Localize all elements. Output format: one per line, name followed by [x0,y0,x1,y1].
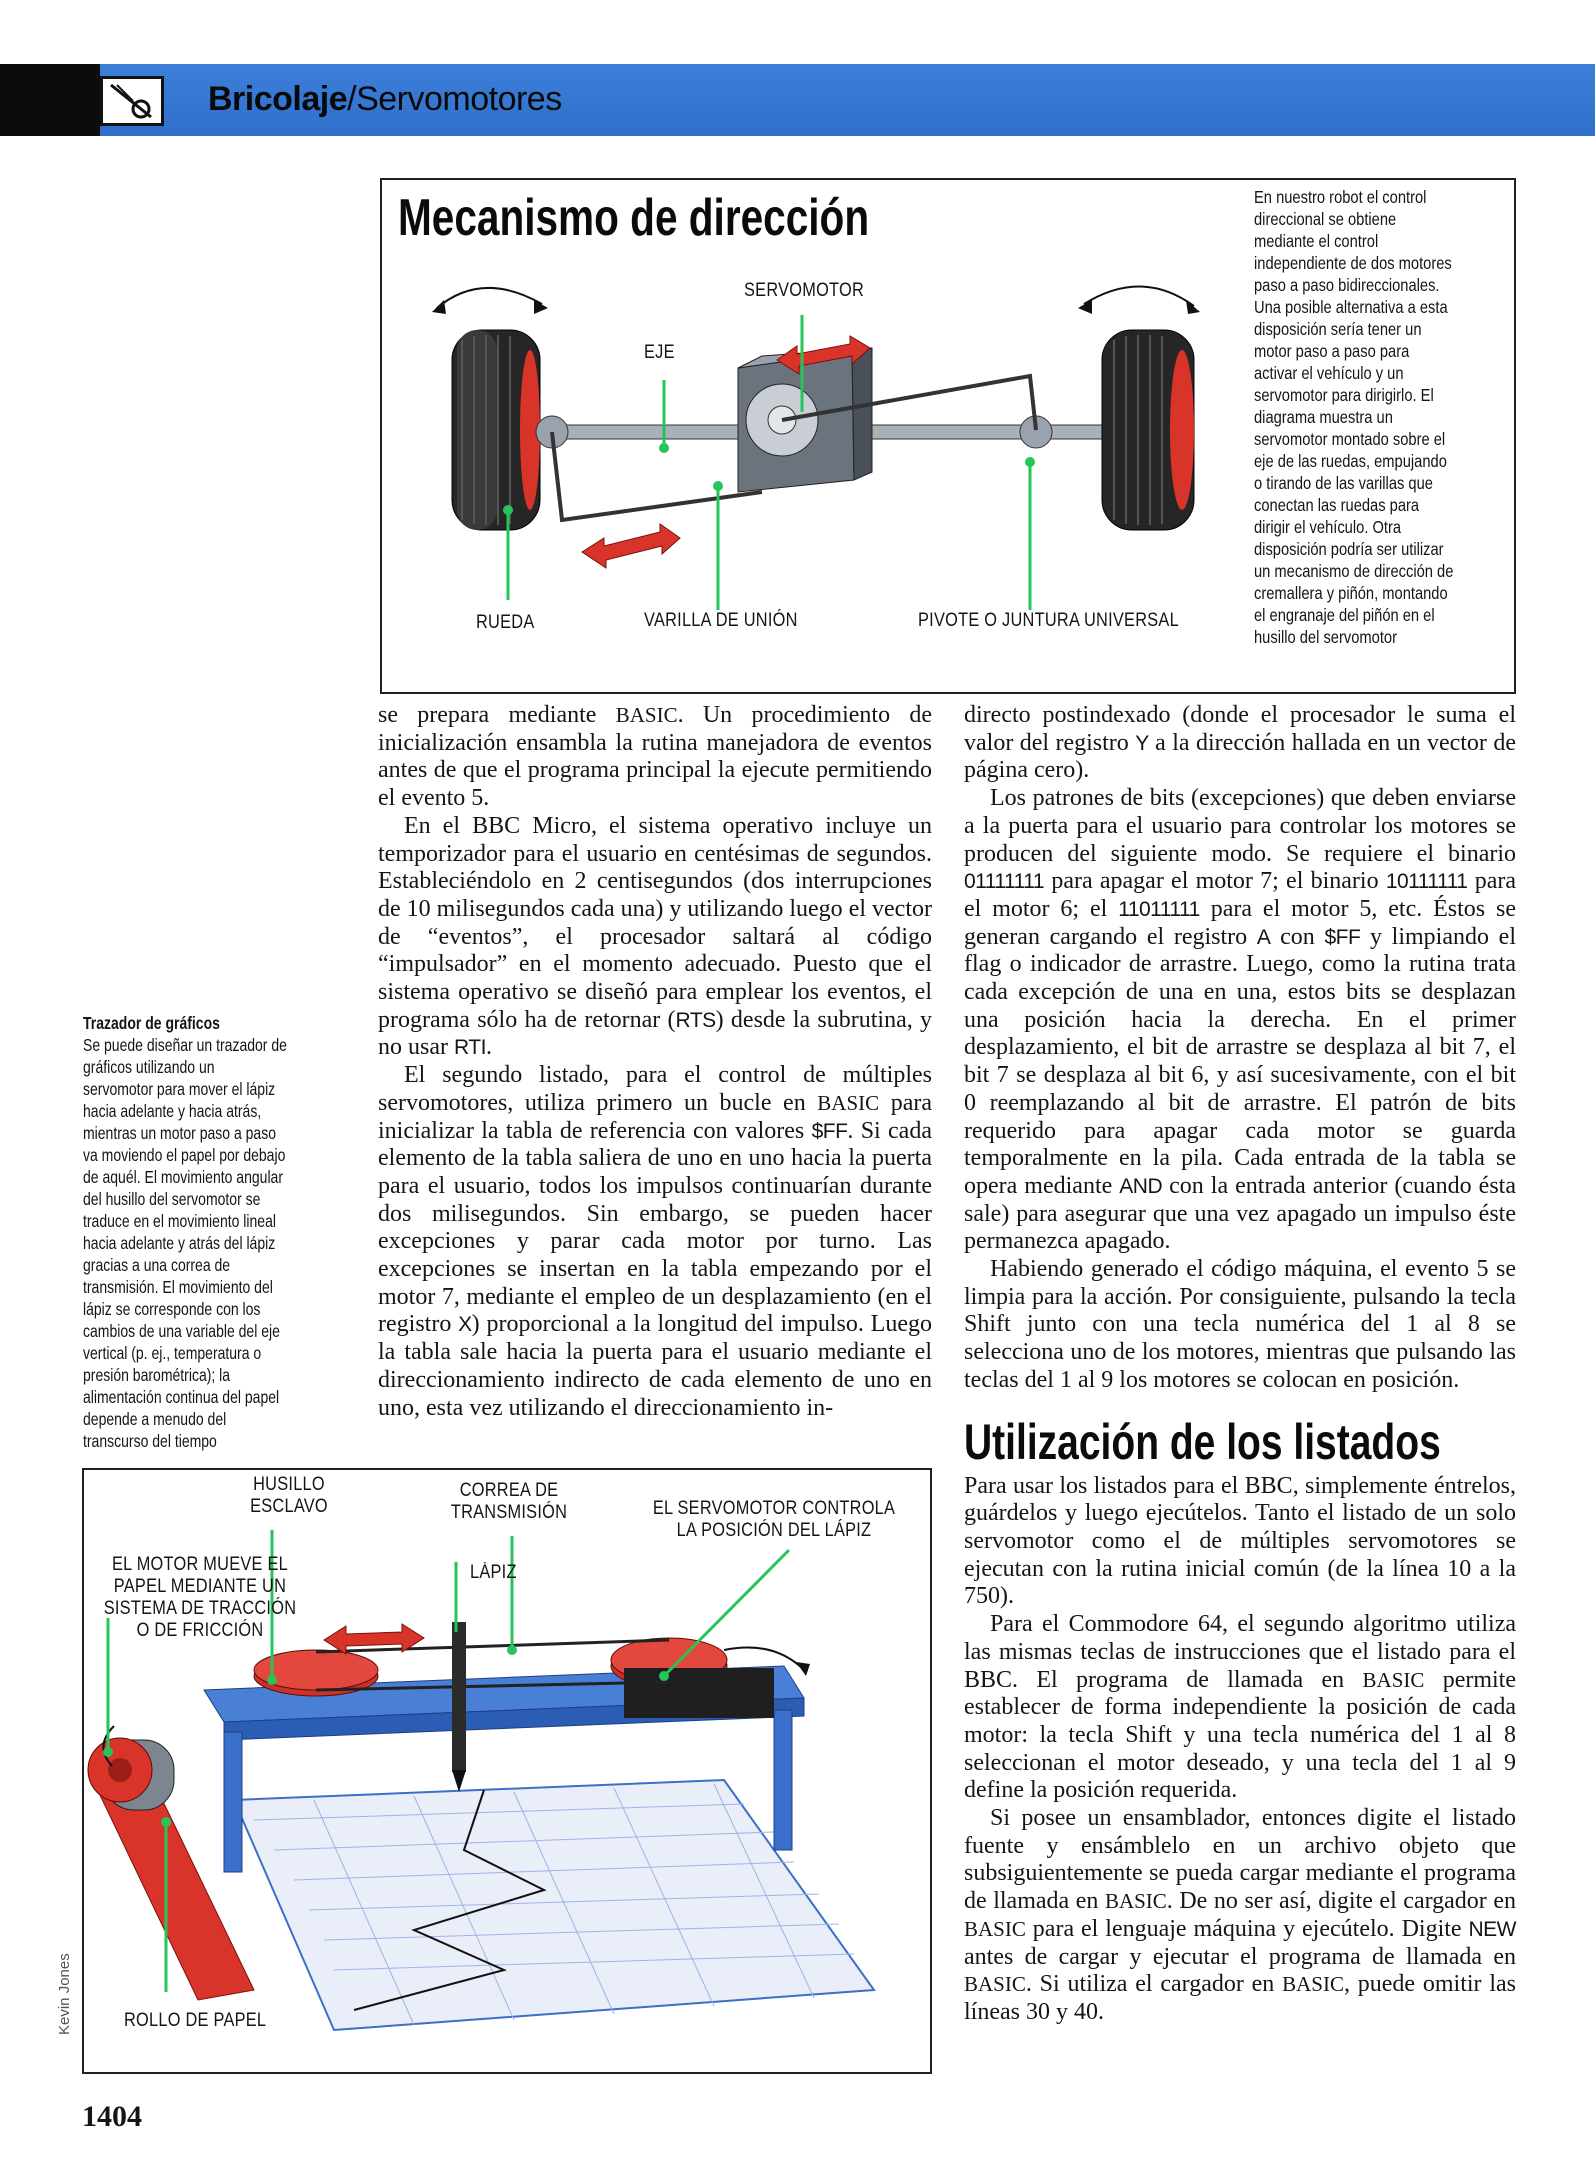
label-rueda: RUEDA [476,612,535,633]
col2-paragraph-1: directo postindexado (donde el procesado… [964,702,1516,784]
figure-steering: Mecanismo de dirección SERVOMOTOR EJE RU… [380,178,1516,694]
plotter-diagram [87,1530,876,2032]
label-pivote: PIVOTE O JUNTURA UNIVERSAL [918,610,1179,631]
col2-paragraph-3: Habiendo generado el código máquina, el … [964,1256,1516,1393]
sidenote-title: Trazador de gráficos [83,1013,220,1033]
col2-paragraph-2: Los patrones de bits (excepciones) que d… [964,785,1516,1255]
col1-paragraph-3: El segundo listado, para el control de m… [378,1062,933,1421]
col2-paragraph-5: Para el Commodore 64, el segundo algorit… [964,1611,1516,1804]
col2-paragraph-6: Si posee un ensamblador, entonces digite… [964,1805,1517,2025]
header-title: Bricolaje/Servomotores [208,80,562,119]
label-varilla: VARILLA DE UNIÓN [644,610,798,631]
sidenote-plotter: Trazador de gráficos Se puede diseñar un… [83,1012,373,1452]
illustration-credit: Kevin Jones [56,1953,73,2035]
header-bar [100,64,1595,136]
col2-paragraph-4: Para usar los listados para el BBC, simp… [964,1472,1516,1610]
label-eje: EJE [644,342,675,363]
body-column-2: directo postindexado (donde el procesado… [964,702,1516,2027]
section-heading: Utilización de los listados [964,1413,1441,1470]
section-logo-icon [100,76,164,126]
page-number: 1404 [82,2100,142,2133]
body-column-1: se prepara mediante BASIC. Un procedimie… [378,702,932,1422]
steering-diagram [432,285,1200,610]
label-lapiz: LÁPIZ [470,1562,517,1583]
label-rollo: ROLLO DE PAPEL [124,2010,267,2031]
header-subsection: /Servomotores [347,80,562,118]
col1-paragraph-2: En el BBC Micro, el sistema operativo in… [378,812,932,1061]
label-servomotor: SERVOMOTOR [744,280,865,301]
col1-paragraph-1: se prepara mediante BASIC. Un procedimie… [378,702,932,812]
figure1-title: Mecanismo de dirección [398,189,870,247]
header-section: Bricolaje [208,80,348,118]
